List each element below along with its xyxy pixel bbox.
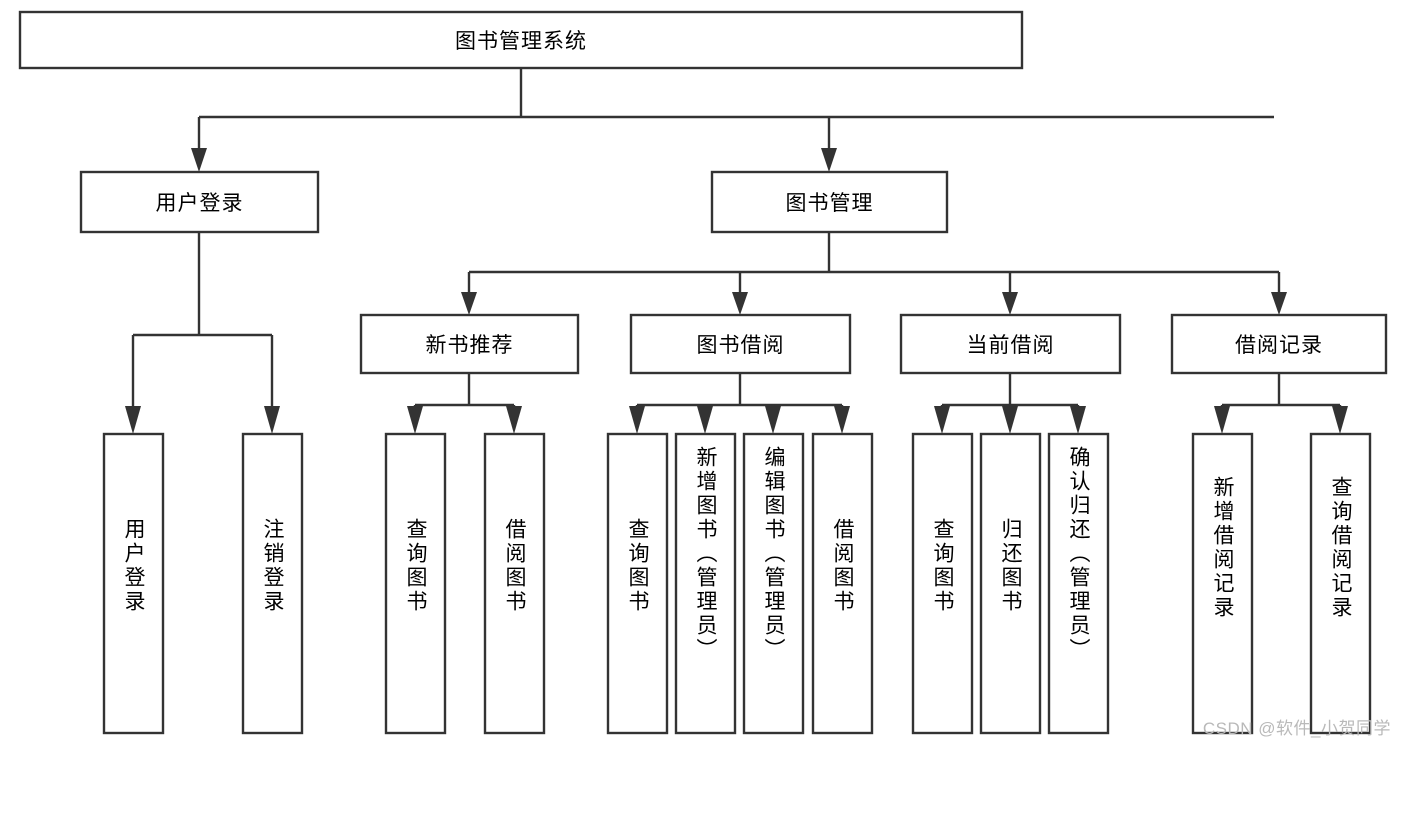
connector-group-current-borrow [934,373,1086,434]
node-book-borrow[interactable] [629,313,852,375]
flowchart-canvas: 图书管理系统 用户登录 图书管理 新书推荐 图书借阅 当前借阅 借阅记录 用户登… [18,10,1391,738]
node-user-login[interactable] [79,170,320,234]
arrow-head-leaf-borrow-book-2 [834,406,850,434]
arrow-head-leaf-edit-book [765,406,781,434]
node-leaf-query-book-1[interactable] [384,432,447,735]
connector-group-new-book-rec [407,373,522,434]
connector-group-book-manage [461,232,1287,315]
arrow-head-current-borrow [1002,292,1018,315]
arrow-head-leaf-confirm-return [1070,406,1086,434]
arrow-head-borrow-record [1271,292,1287,315]
node-leaf-query-book-3[interactable] [911,432,974,735]
connector-group-root [191,68,1274,172]
arrow-head-leaf-return-book [1002,406,1018,434]
node-book-manage[interactable] [710,170,949,234]
node-leaf-add-book[interactable] [674,432,737,735]
node-leaf-query-record[interactable] [1309,432,1372,735]
node-leaf-return-book[interactable] [979,432,1042,735]
arrow-head-leaf-query-book-3 [934,406,950,434]
node-root[interactable] [18,10,1024,70]
arrow-head-leaf-query-book-2 [629,406,645,434]
connector-group-book-borrow [629,373,850,434]
arrow-head-leaf-query-record [1332,406,1348,434]
arrow-head-leaf-user-logout [264,406,280,434]
node-leaf-borrow-book-1[interactable] [483,432,546,735]
arrow-head-leaf-query-book-1 [407,406,423,434]
connector-group-borrow-record [1214,373,1348,434]
arrow-head-new-book-rec [461,292,477,315]
arrow-head-leaf-user-login [125,406,141,434]
arrow-head-book-borrow [732,292,748,315]
node-leaf-edit-book[interactable] [742,432,805,735]
node-leaf-confirm-return[interactable] [1047,432,1110,735]
node-leaf-user-logout[interactable] [241,432,304,735]
flowchart-svg [18,10,1388,735]
arrow-head-leaf-add-book [697,406,713,434]
node-new-book-rec[interactable] [359,313,580,375]
node-leaf-user-login[interactable] [102,432,165,735]
arrow-head-book-manage [821,148,837,172]
connector-group-user-login [125,232,280,434]
node-borrow-record[interactable] [1170,313,1388,375]
node-leaf-borrow-book-2[interactable] [811,432,874,735]
arrow-head-leaf-add-record [1214,406,1230,434]
node-leaf-add-record[interactable] [1191,432,1254,735]
arrow-head-user-login [191,148,207,172]
watermark-text: CSDN @软件_小贺同学 [1202,719,1391,738]
arrow-head-leaf-borrow-book-1 [506,406,522,434]
node-current-borrow[interactable] [899,313,1122,375]
node-leaf-query-book-2[interactable] [606,432,669,735]
